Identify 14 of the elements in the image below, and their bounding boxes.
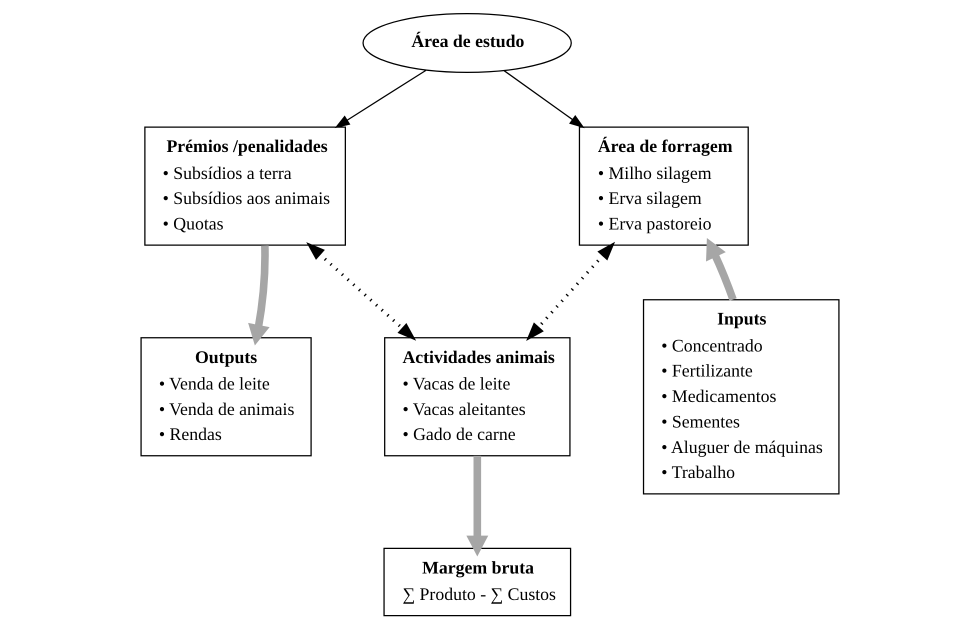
arrow: [504, 70, 585, 128]
arrow: [306, 242, 416, 341]
arrow: [248, 245, 270, 346]
node-ellipse: Área de estudo: [362, 12, 572, 74]
arrow: [466, 456, 488, 556]
node-box: Actividades animais • Vacas de leite • Vacas aleitantes • Gado de carne: [384, 337, 571, 456]
node-box: Prémios /penalidades • Subsídios a terra • Subsídios aos animais • Quotas: [144, 126, 346, 246]
arrow: [526, 242, 616, 342]
arrow: [334, 70, 426, 128]
node-box: Outputs • Venda de leite • Venda de animais • Rendas: [140, 337, 312, 456]
arrow: [706, 238, 737, 301]
node-box: Área de forragem • Milho silagem • Erva silagem • Erva pastoreio: [578, 126, 749, 246]
node-box: Inputs • Concentrado • Fertilizante • Medicamentos • Sementes • Aluguer de máquinas • Trabalho: [642, 299, 840, 494]
node-box: Margem bruta ∑ Produto - ∑ Custos: [383, 548, 572, 616]
